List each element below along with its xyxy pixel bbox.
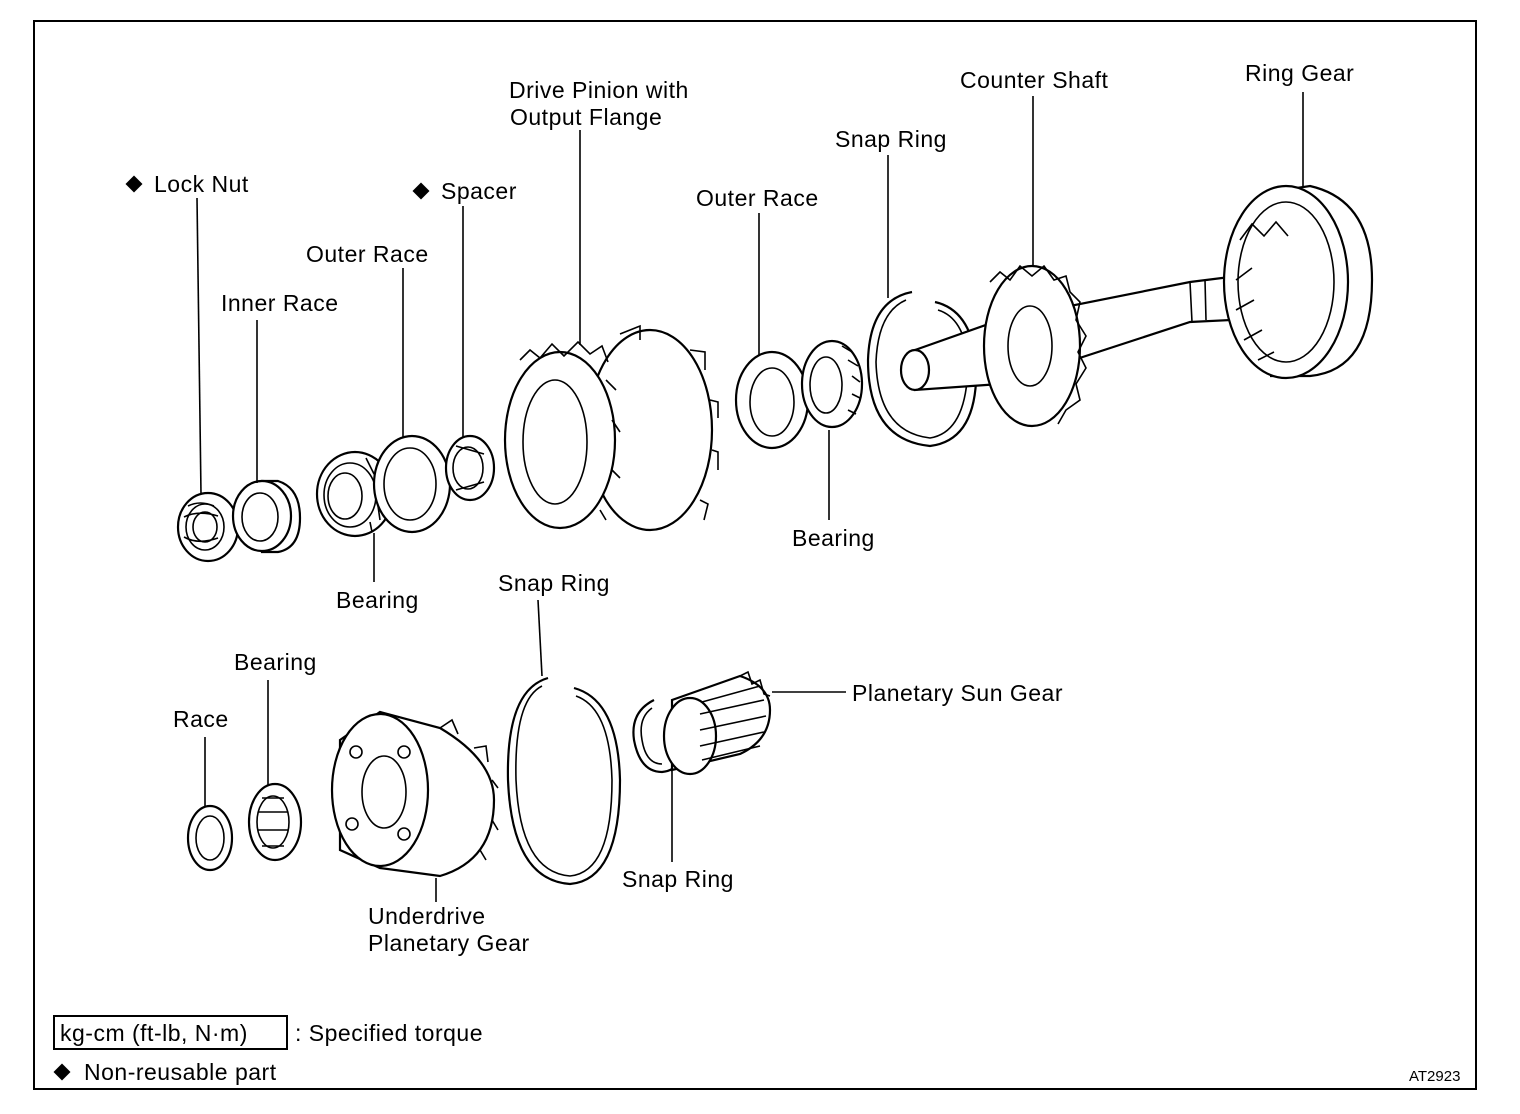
- outer-race-right-part: [734, 350, 810, 450]
- label-race: Race: [173, 706, 229, 732]
- label-snap-ring-top: Snap Ring: [835, 126, 947, 152]
- outer-race-left-part: [372, 434, 452, 534]
- legend-torque-box-text: kg-cm (ft-lb, N·m): [60, 1020, 248, 1046]
- race-part: [186, 804, 234, 872]
- label-planetary-sun-gear: Planetary Sun Gear: [852, 680, 1063, 706]
- underdrive-planetary-gear-part: [330, 710, 499, 878]
- label-outer-race-right: Outer Race: [696, 185, 819, 211]
- label-bearing-left: Bearing: [336, 587, 419, 613]
- label-bearing-right: Bearing: [792, 525, 875, 551]
- bearing-lower-part: [247, 782, 303, 862]
- drive-pinion-part: [503, 324, 719, 532]
- label-snap-ring-lower: Snap Ring: [622, 866, 734, 892]
- label-counter-shaft: Counter Shaft: [960, 67, 1109, 93]
- legend-torque-text: : Specified torque: [295, 1020, 483, 1046]
- label-inner-race: Inner Race: [221, 290, 339, 316]
- non-reusable-marker-lock-nut: [125, 175, 143, 193]
- label-spacer: Spacer: [441, 178, 517, 204]
- non-reusable-diamond-icon: [53, 1063, 71, 1081]
- diagram-frame: [33, 20, 1477, 1090]
- counter-shaft-part: [899, 264, 1274, 428]
- label-snap-ring-mid: Snap Ring: [498, 570, 610, 596]
- label-underdrive-line2: Planetary Gear: [368, 930, 530, 956]
- ring-gear-part: [1222, 184, 1374, 380]
- label-drive-pinion-line2: Output Flange: [510, 104, 662, 130]
- non-reusable-marker-spacer: [412, 182, 430, 200]
- label-bearing-lower: Bearing: [234, 649, 317, 675]
- planetary-sun-gear-part: [662, 670, 772, 776]
- label-lock-nut: Lock Nut: [154, 171, 249, 197]
- bearing-right-part: [800, 339, 864, 429]
- spacer-part: [444, 434, 496, 502]
- inner-race-part: [231, 479, 302, 554]
- figure-code: AT2923: [1409, 1068, 1460, 1085]
- snap-ring-mid-part: [506, 676, 622, 886]
- label-ring-gear: Ring Gear: [1245, 60, 1354, 86]
- label-drive-pinion-line1: Drive Pinion with: [509, 77, 689, 103]
- legend-nonreusable-text: Non-reusable part: [84, 1059, 277, 1085]
- leader-lines: [196, 92, 1304, 902]
- legend: kg-cm (ft-lb, N·m) : Specified torque No…: [53, 1015, 483, 1085]
- lock-nut-part: [176, 491, 240, 563]
- label-underdrive-line1: Underdrive: [368, 903, 486, 929]
- label-outer-race-left: Outer Race: [306, 241, 429, 267]
- torque-box: [53, 1015, 288, 1050]
